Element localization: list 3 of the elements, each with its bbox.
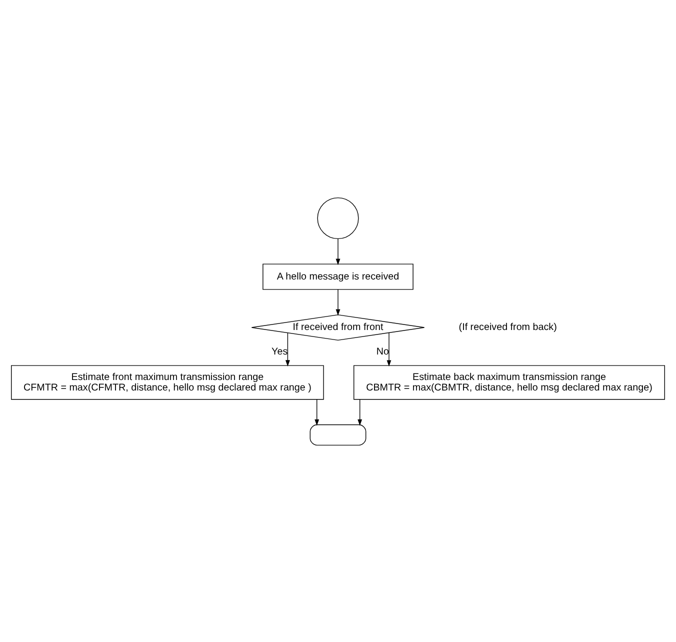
label: (If received from back) xyxy=(458,322,557,333)
edge-label: No xyxy=(376,346,389,358)
edge-label: Yes xyxy=(272,346,288,358)
